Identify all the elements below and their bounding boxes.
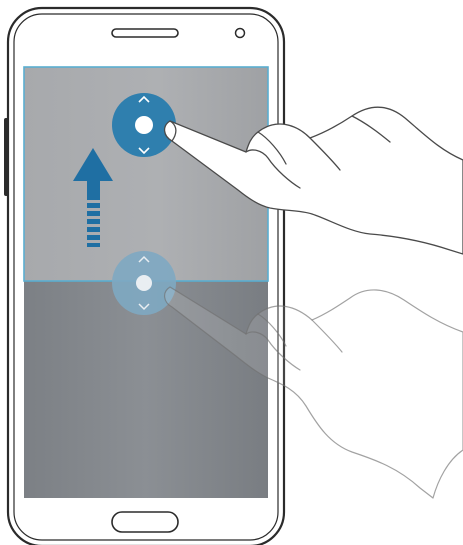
camera-icon [236,29,245,38]
drag-handle-ghost-icon [112,251,176,315]
home-button-icon[interactable] [112,512,178,532]
side-button-icon [4,118,9,196]
earpiece-icon [112,29,178,37]
